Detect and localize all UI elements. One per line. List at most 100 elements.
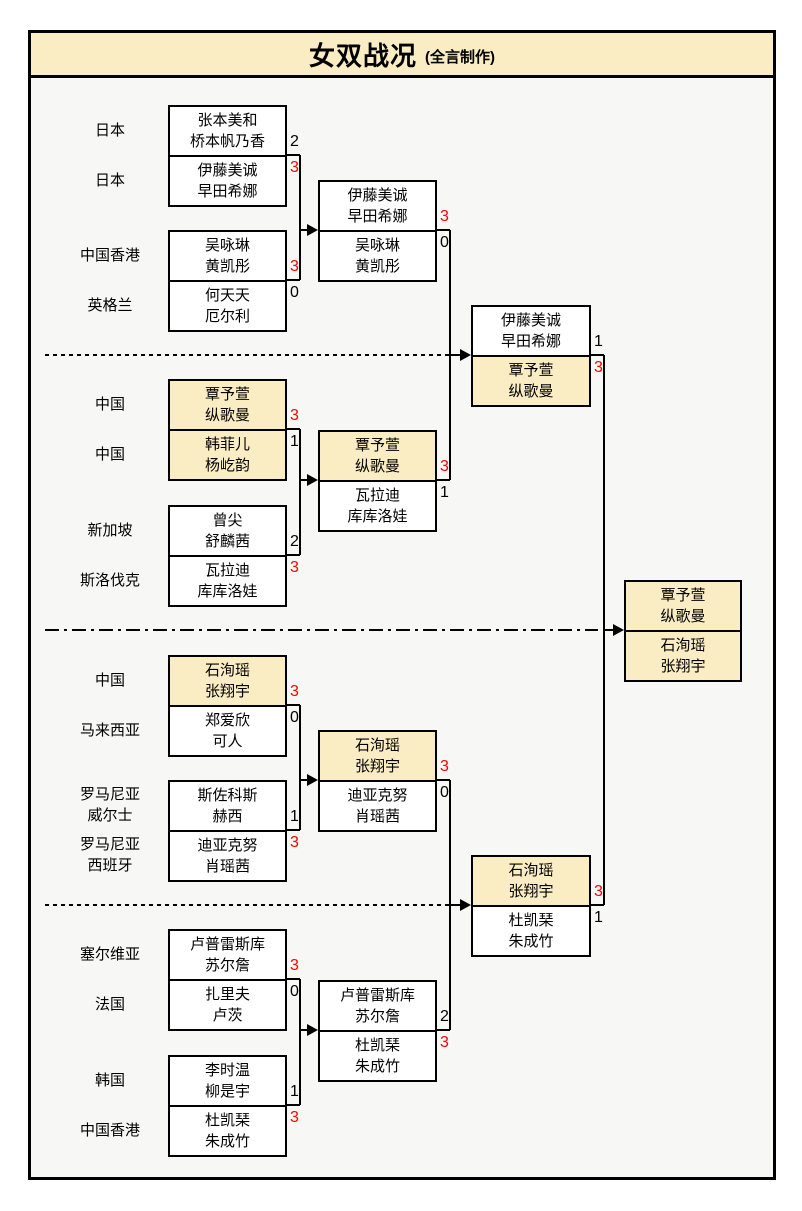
connector-arrow-icon bbox=[613, 624, 624, 636]
player-name: 赫西 bbox=[212, 808, 243, 825]
player-name: 覃予萱 bbox=[354, 437, 400, 454]
section-divider-bottom bbox=[45, 904, 456, 906]
match-score: 3 bbox=[290, 1109, 299, 1126]
match-score: 0 bbox=[290, 284, 299, 301]
connector-line bbox=[299, 979, 301, 1105]
player-name: 纵歌曼 bbox=[508, 383, 554, 400]
match-score: 3 bbox=[440, 208, 449, 225]
player-name: 石洵瑶 bbox=[354, 737, 400, 754]
player-name: 肖瑶茜 bbox=[354, 808, 400, 825]
page-title: 女双战况 bbox=[308, 40, 417, 71]
connector-line bbox=[437, 1029, 450, 1031]
team-cell: 斯佐科斯赫西 bbox=[168, 780, 287, 832]
player-name: 朱成竹 bbox=[204, 1133, 250, 1150]
country-name: 中国 bbox=[94, 671, 125, 689]
connector-line bbox=[287, 554, 300, 556]
title-credit: (全言制作) bbox=[425, 48, 495, 66]
player-name: 张本美和 bbox=[197, 112, 258, 129]
player-name: 伊藤美诚 bbox=[197, 162, 258, 179]
player-name: 斯佐科斯 bbox=[197, 787, 258, 804]
team-cell: 卢普雷斯库苏尔詹 bbox=[168, 929, 287, 981]
player-name: 覃予萱 bbox=[508, 362, 554, 379]
player-name: 吴咏琳 bbox=[354, 237, 400, 254]
team-cell: 吴咏琳黄凯彤 bbox=[168, 230, 287, 282]
player-name: 纵歌曼 bbox=[660, 608, 706, 625]
country-label: 罗马尼亚西班牙 bbox=[35, 834, 185, 876]
connector-arrow-icon bbox=[307, 474, 318, 486]
team-cell: 吴咏琳黄凯彤 bbox=[318, 230, 437, 282]
team-cell: 覃予萱纵歌曼 bbox=[318, 430, 437, 482]
team-cell: 迪亚克努肖瑶茜 bbox=[168, 830, 287, 882]
player-name: 厄尔利 bbox=[204, 308, 250, 325]
player-name: 曾尖 bbox=[212, 512, 243, 529]
player-name: 肖瑶茜 bbox=[204, 858, 250, 875]
team-cell: 瓦拉迪库库洛娃 bbox=[318, 480, 437, 532]
player-name: 迪亚克努 bbox=[197, 837, 258, 854]
player-name: 早田希娜 bbox=[197, 183, 258, 200]
player-name: 卢茨 bbox=[212, 1007, 243, 1024]
country-label: 中国 bbox=[35, 444, 185, 465]
title-bar: 女双战况 (全言制作) bbox=[28, 30, 776, 78]
country-label: 中国 bbox=[35, 394, 185, 415]
player-name: 舒麟茜 bbox=[204, 533, 250, 550]
country-name: 中国香港 bbox=[79, 246, 140, 264]
team-cell: 张本美和桥本帆乃香 bbox=[168, 105, 287, 157]
match-score: 3 bbox=[440, 758, 449, 775]
connector-line bbox=[450, 354, 462, 356]
connector-line bbox=[437, 229, 450, 231]
country-label: 马来西亚 bbox=[35, 720, 185, 741]
team-cell: 石洵瑶张翔宇 bbox=[471, 855, 591, 907]
match-score: 3 bbox=[290, 683, 299, 700]
player-name: 卢普雷斯库 bbox=[339, 987, 415, 1004]
country-name: 英格兰 bbox=[87, 296, 133, 314]
player-name: 杜凯琹 bbox=[204, 1112, 250, 1129]
team-cell: 覃予萱纵歌曼 bbox=[168, 379, 287, 431]
player-name: 韩菲儿 bbox=[204, 436, 250, 453]
connector-line bbox=[299, 429, 301, 555]
match-score: 1 bbox=[290, 1083, 299, 1100]
country-name: 中国 bbox=[94, 395, 125, 413]
match-score: 2 bbox=[290, 133, 299, 150]
connector-line bbox=[287, 154, 300, 156]
connector-line bbox=[299, 705, 301, 830]
section-divider-top bbox=[45, 354, 456, 356]
player-name: 黄凯彤 bbox=[354, 258, 400, 275]
country-name: 韩国 bbox=[94, 1071, 125, 1089]
player-name: 瓦拉迪 bbox=[204, 562, 250, 579]
country-label: 法国 bbox=[35, 994, 185, 1015]
connector-line bbox=[437, 779, 450, 781]
player-name: 覃予萱 bbox=[204, 386, 250, 403]
player-name: 桥本帆乃香 bbox=[189, 133, 265, 150]
match-score: 0 bbox=[290, 709, 299, 726]
connector-line bbox=[287, 428, 300, 430]
team-cell: 扎里夫卢茨 bbox=[168, 979, 287, 1031]
player-name: 覃予萱 bbox=[660, 587, 706, 604]
player-name: 库库洛娃 bbox=[197, 583, 258, 600]
match-score: 1 bbox=[290, 433, 299, 450]
match-score: 1 bbox=[290, 808, 299, 825]
country-name: 中国香港 bbox=[79, 1121, 140, 1139]
team-cell: 覃予萱纵歌曼 bbox=[624, 580, 742, 632]
connector-line bbox=[287, 279, 300, 281]
match-score: 2 bbox=[440, 1008, 449, 1025]
section-divider-middle bbox=[45, 629, 598, 631]
player-name: 扎里夫 bbox=[204, 986, 250, 1003]
connector-line bbox=[299, 155, 301, 280]
player-name: 早田希娜 bbox=[347, 208, 408, 225]
player-name: 早田希娜 bbox=[500, 333, 561, 350]
player-name: 朱成竹 bbox=[354, 1058, 400, 1075]
player-name: 伊藤美诚 bbox=[500, 312, 561, 329]
country-name: 塞尔维亚 bbox=[79, 945, 140, 963]
match-score: 3 bbox=[290, 834, 299, 851]
player-name: 李时温 bbox=[204, 1062, 250, 1079]
player-name: 朱成竹 bbox=[508, 933, 554, 950]
match-score: 3 bbox=[440, 458, 449, 475]
connector-line bbox=[287, 978, 300, 980]
connector-line bbox=[591, 904, 604, 906]
player-name: 黄凯彤 bbox=[204, 258, 250, 275]
player-name: 瓦拉迪 bbox=[354, 487, 400, 504]
connector-line bbox=[287, 1104, 300, 1106]
country-name: 中国 bbox=[94, 445, 125, 463]
